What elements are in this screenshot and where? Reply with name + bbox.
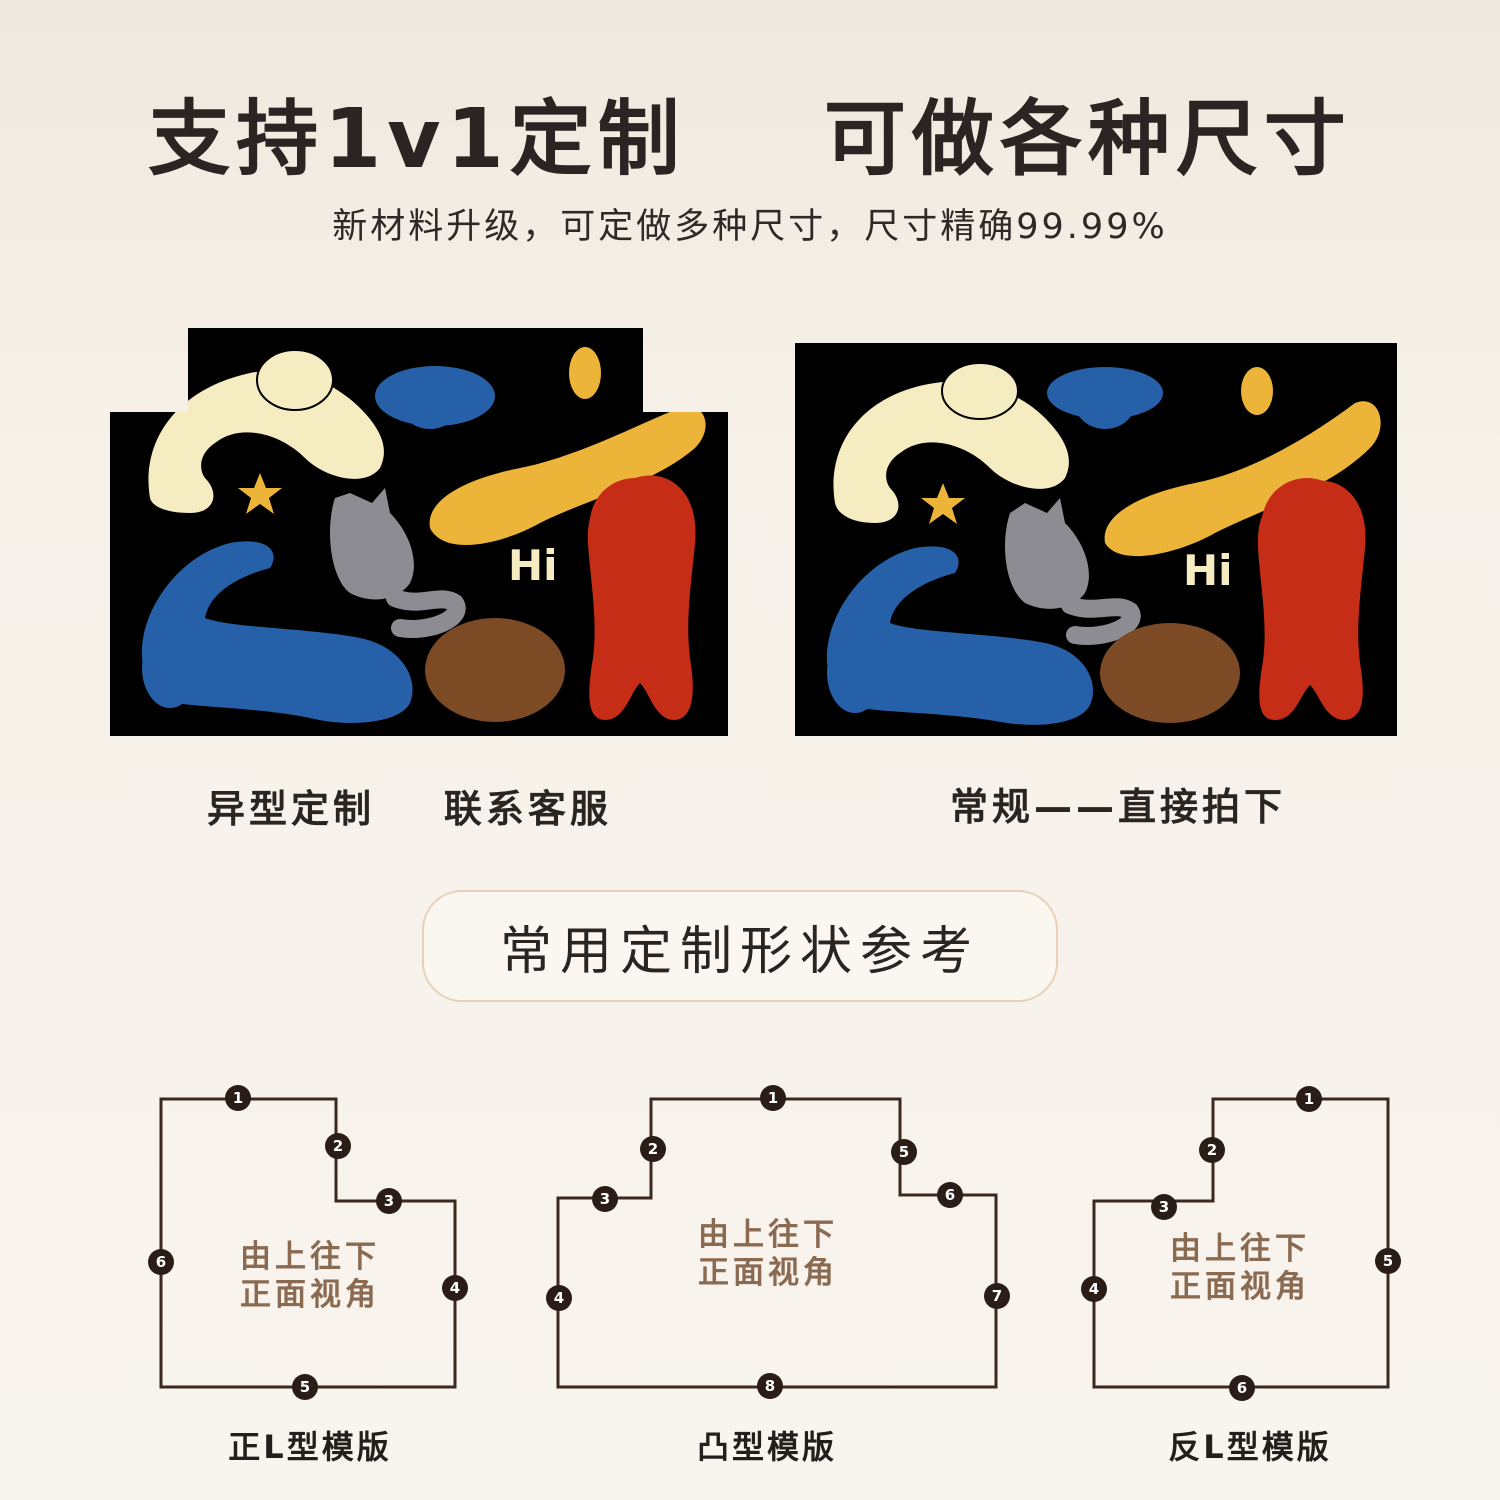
custom-mat-caption: 异型定制 联系客服 bbox=[207, 787, 612, 831]
svg-text:Hi: Hi bbox=[508, 541, 558, 590]
regular-mat-caption: 常规——直接拍下 bbox=[950, 785, 1287, 829]
shape-1-view-text: 由上往下正面视角 bbox=[240, 1239, 380, 1313]
svg-text:Hi: Hi bbox=[1183, 546, 1233, 595]
shape-2-view-text: 由上往下正面视角 bbox=[698, 1217, 838, 1291]
regular-mat-image: Hi bbox=[795, 343, 1397, 736]
page-title: 支持1v1定制 可做各种尺寸 bbox=[148, 92, 1352, 187]
shape-2-label: 凸型模版 bbox=[696, 1428, 837, 1466]
section-title: 常用定制形状参考 bbox=[422, 890, 1058, 1002]
page-subtitle: 新材料升级，可定做多种尺寸，尺寸精确99.99% bbox=[332, 207, 1168, 247]
convex-shape-template-diagram bbox=[556, 1097, 998, 1389]
mat-artwork: Hi bbox=[141, 347, 706, 723]
shape-3-view-text: 由上往下正面视角 bbox=[1170, 1231, 1310, 1305]
shape-1-label: 正L型模版 bbox=[228, 1428, 392, 1466]
reverse-l-shape-template-diagram bbox=[1092, 1097, 1390, 1389]
mat-artwork: Hi bbox=[826, 362, 1381, 725]
l-shape-template-diagram bbox=[159, 1097, 457, 1389]
custom-shape-mat-image: Hi bbox=[110, 328, 728, 736]
shape-3-label: 反L型模版 bbox=[1168, 1428, 1332, 1466]
